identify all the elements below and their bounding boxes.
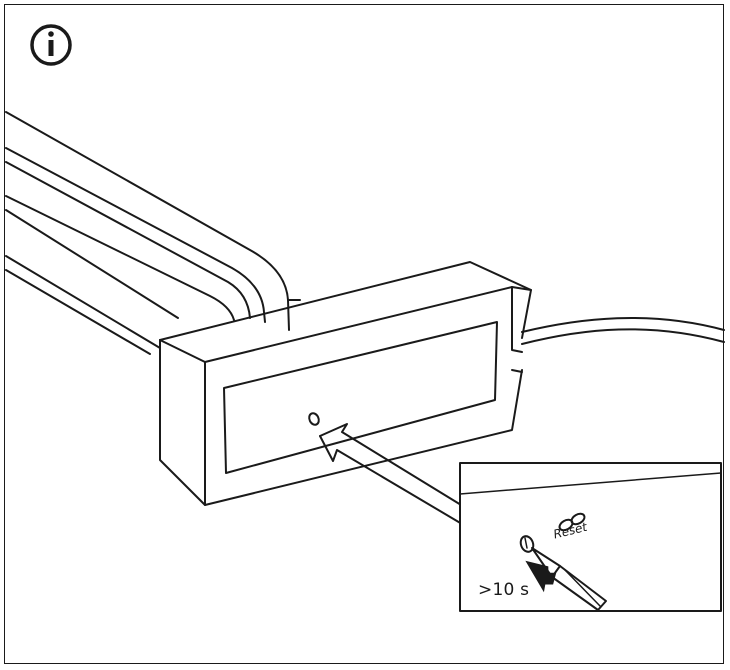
link-icon bbox=[558, 512, 586, 532]
rail-body bbox=[5, 111, 301, 355]
end-cap bbox=[159, 261, 532, 506]
cable bbox=[521, 317, 725, 345]
pointer-arrow bbox=[319, 423, 467, 525]
info-icon bbox=[30, 24, 72, 66]
callout-box bbox=[459, 462, 722, 612]
duration-label: >10 s bbox=[478, 580, 530, 600]
